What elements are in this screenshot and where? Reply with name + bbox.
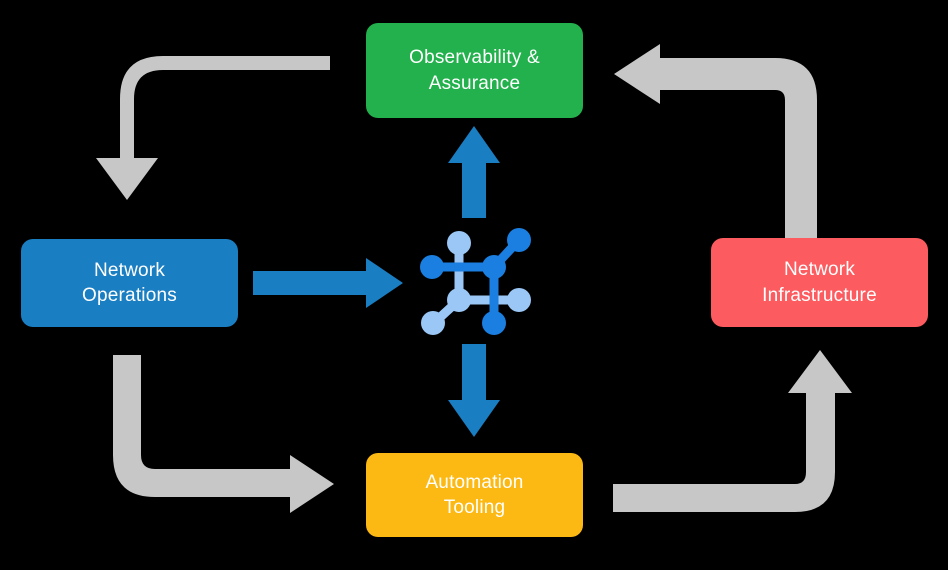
node-box-observability[interactable]: Observability & Assurance — [366, 23, 583, 118]
network-topology-icon-node — [421, 311, 445, 335]
node-label-observability: Observability & Assurance — [409, 47, 540, 94]
node-label-network-infrastructure: Network Infrastructure — [762, 259, 877, 306]
elbow-arrow-observability-to-operations-body — [96, 56, 330, 200]
network-topology-icon-node — [507, 228, 531, 252]
network-topology-icon-node — [507, 288, 531, 312]
elbow-arrow-infrastructure-to-observability — [614, 44, 817, 238]
arrow-right-operations-to-center — [253, 258, 403, 308]
elbow-arrow-operations-to-automation — [113, 355, 334, 513]
network-topology-icon — [420, 228, 531, 335]
elbow-arrow-automation-to-infrastructure — [613, 350, 852, 512]
network-topology-icon-node — [447, 231, 471, 255]
node-box-automation-tooling[interactable]: Automation Tooling — [366, 453, 583, 537]
arrow-down-center-to-automation — [448, 344, 500, 437]
network-topology-icon-node — [420, 255, 444, 279]
node-label-network-operations: Network Operations — [82, 259, 177, 306]
network-topology-icon-node — [482, 311, 506, 335]
node-label-automation-tooling: Automation Tooling — [425, 471, 524, 518]
arrow-up-center-to-observability — [448, 126, 500, 218]
network-topology-icon-node — [482, 255, 506, 279]
node-box-network-operations[interactable]: Network Operations — [21, 239, 238, 327]
network-topology-icon-node — [447, 288, 471, 312]
node-box-network-infrastructure[interactable]: Network Infrastructure — [711, 238, 928, 327]
